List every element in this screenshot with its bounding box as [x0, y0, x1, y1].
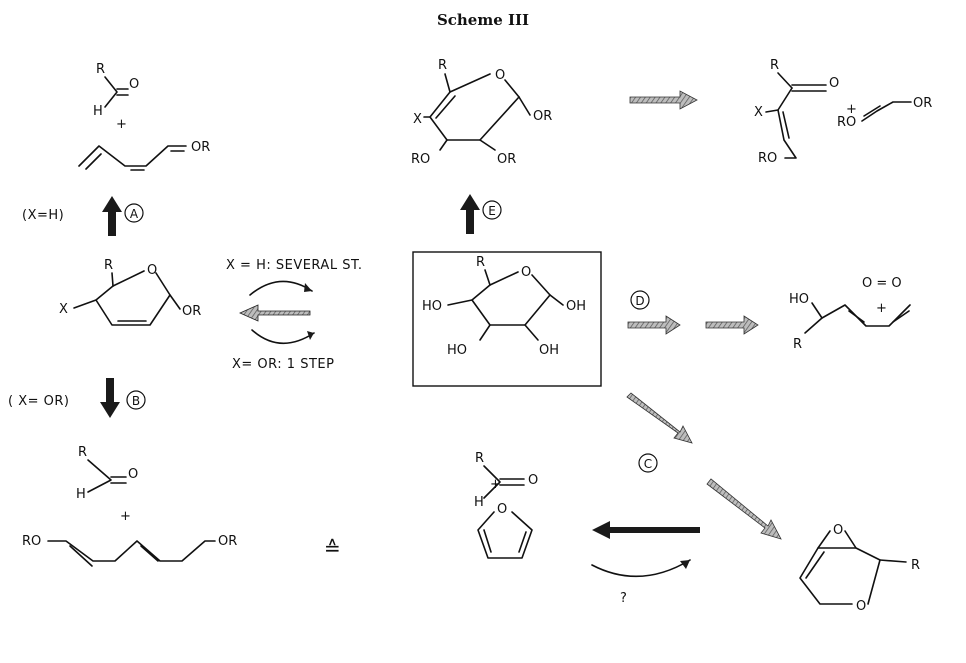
route-e-label: E	[488, 204, 496, 218]
plus-sign: +	[490, 477, 501, 492]
dialkoxy-diene-bottom-left: RO OR	[22, 534, 237, 567]
or-label-2: OR	[497, 152, 516, 167]
r-label: R	[911, 558, 920, 573]
or-label: OR	[191, 140, 210, 155]
ho-label-2: HO	[447, 343, 467, 358]
aldehyde-bottom-left: R H O	[76, 445, 138, 502]
route-c-arrows: C	[626, 392, 782, 540]
x-label: X	[413, 112, 422, 127]
o-label: O	[128, 467, 138, 482]
ring-o-label: O	[147, 263, 157, 278]
ro-label: RO	[22, 534, 41, 549]
question-mark: ?	[620, 591, 627, 606]
route-d-label: D	[635, 294, 644, 308]
r-label: R	[104, 258, 113, 273]
or-label: OR	[218, 534, 237, 549]
aldehyde-top-left: R H O	[93, 62, 139, 119]
or-label: OR	[913, 96, 932, 111]
h-label: H	[76, 487, 86, 502]
route-d-arrows: D	[627, 290, 759, 335]
o-label: O	[829, 76, 839, 91]
r-label: R	[793, 337, 802, 352]
o-label: O	[129, 77, 139, 92]
ring-o-label: O	[856, 599, 866, 614]
route-a-arrow: (X=H) A	[22, 196, 144, 236]
r-label: R	[476, 255, 485, 270]
several-steps-condition: X = H: SEVERAL ST.	[226, 258, 362, 273]
route-b-label: B	[132, 394, 140, 408]
r-label: R	[770, 58, 779, 73]
route-b-arrow: ( X= OR) B	[8, 378, 146, 418]
plus-sign: +	[846, 102, 857, 117]
r-label: R	[438, 58, 447, 73]
route-b-condition: ( X= OR)	[8, 394, 69, 409]
correspondence-sign: ≙	[324, 536, 341, 560]
ho-label-1: HO	[422, 299, 442, 314]
plus-sign: +	[120, 509, 131, 524]
ro-label: RO	[411, 152, 430, 167]
or-label: OR	[533, 109, 552, 124]
enol-ether-top-right: RO OR	[837, 96, 932, 130]
dienol-right: HO R	[789, 292, 911, 352]
oxygen-molecule: O = O	[862, 276, 902, 291]
ho-label: HO	[789, 292, 809, 307]
aldehyde-bottom-center: R H O	[474, 451, 538, 510]
route-c-arrow-2	[706, 478, 782, 540]
route-a-label: A	[130, 207, 139, 221]
r-label: R	[78, 445, 87, 460]
oh-label-1: OH	[566, 299, 586, 314]
oh-label-2: OH	[539, 343, 559, 358]
plus-sign: +	[116, 117, 127, 132]
furan-bottom-center: O	[477, 502, 533, 559]
route-c-label: C	[644, 457, 652, 471]
dihydropyran-left: R X O OR	[59, 258, 201, 326]
ro-label: RO	[837, 115, 856, 130]
furan-o-label: O	[497, 502, 507, 517]
equilibrium-arrow: X = H: SEVERAL ST. X= OR: 1 STEP	[226, 258, 362, 372]
route-d-arrow-2	[705, 315, 759, 335]
bicyclic-adduct: O O R	[799, 523, 920, 614]
bridge-o-label: O	[833, 523, 843, 538]
route-e-arrow: E	[460, 194, 502, 234]
ring-o-label: O	[495, 68, 505, 83]
r-label: R	[475, 451, 484, 466]
enone-top-right: R O X RO	[754, 58, 839, 166]
x-label: X	[754, 105, 763, 120]
alkoxy-diene-top-left: OR	[78, 140, 210, 171]
o-label: O	[528, 473, 538, 488]
r-label: R	[96, 62, 105, 77]
route-a-condition: (X=H)	[22, 208, 64, 223]
top-retro-arrow	[629, 90, 698, 110]
pyran-top-center: R X O OR RO OR	[411, 58, 552, 167]
scheme-title: Scheme III	[437, 11, 529, 29]
or-label: OR	[182, 304, 201, 319]
plus-sign: +	[876, 301, 887, 316]
ro-label: RO	[758, 151, 777, 166]
bottom-reverse-arrow: ?	[591, 521, 700, 606]
one-step-condition: X= OR: 1 STEP	[232, 357, 334, 372]
h-label: H	[93, 104, 103, 119]
pyranose-sugar: R O HO OH HO OH	[422, 255, 586, 358]
h-label: H	[474, 495, 484, 510]
sugar-box-frame	[412, 251, 602, 387]
ring-o-label: O	[521, 265, 531, 280]
x-label: X	[59, 302, 68, 317]
